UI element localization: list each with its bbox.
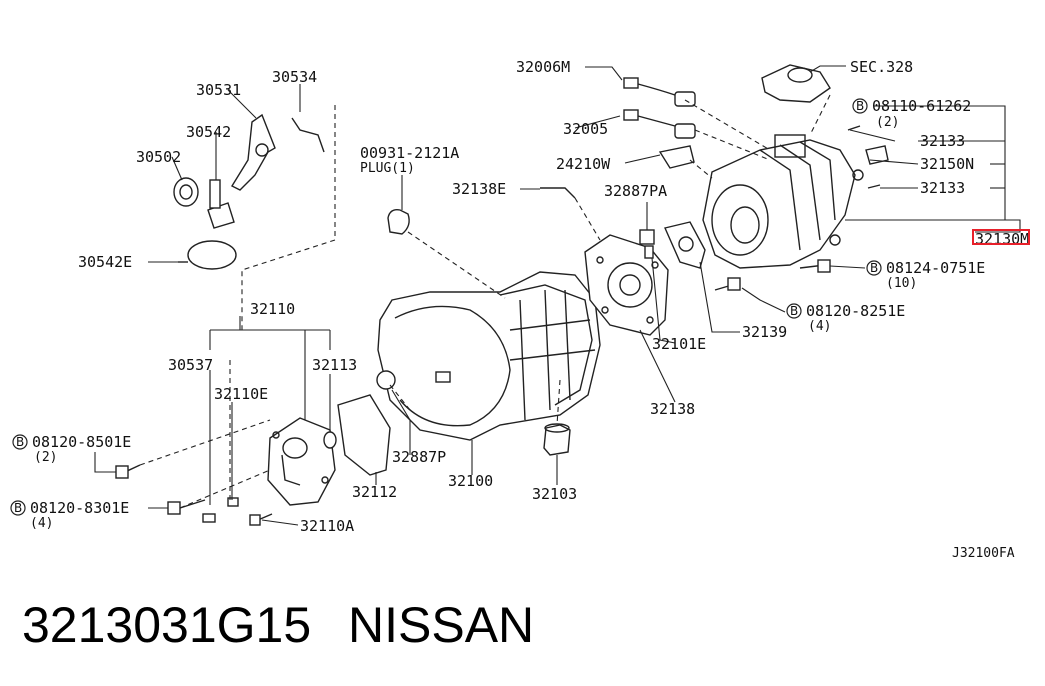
label-32103[interactable]: 32103: [532, 485, 577, 503]
label-08120-8301E[interactable]: 08120-8301E: [30, 499, 129, 517]
circle-b-letter: B: [856, 99, 864, 113]
circle-b-icon: [10, 500, 26, 516]
sensor-32006M: [623, 77, 696, 107]
label-08110-61262[interactable]: 08110-61262: [872, 97, 971, 115]
transmission-case-32100: [377, 271, 601, 441]
circle-b-icon: [852, 98, 868, 114]
circle-b-letter: B: [870, 261, 878, 275]
label-32112[interactable]: 32112: [352, 483, 397, 501]
label-32133-a[interactable]: 32133: [920, 132, 965, 150]
plug-00931: [387, 208, 410, 235]
qty-4b: (4): [30, 516, 53, 531]
label-08124-0751E[interactable]: 08124-0751E: [886, 259, 985, 277]
label-32150N[interactable]: 32150N: [920, 155, 974, 173]
label-32101E[interactable]: 32101E: [652, 335, 706, 353]
extension-housing-32130M: [702, 134, 864, 269]
label-32110[interactable]: 32110: [250, 300, 295, 318]
highlight-box-32130M: [972, 229, 1030, 245]
label-32138E[interactable]: 32138E: [452, 180, 506, 198]
qty-4a: (4): [808, 319, 831, 334]
shift-parts: [173, 113, 325, 270]
label-30502[interactable]: 30502: [136, 148, 181, 166]
label-32005[interactable]: 32005: [563, 120, 608, 138]
label-30534[interactable]: 30534: [272, 68, 317, 86]
qty-2a: (2): [876, 115, 899, 130]
bushing-32887P: [376, 370, 396, 390]
plug-32103: [543, 423, 571, 456]
label-32110A[interactable]: 32110A: [300, 517, 354, 535]
label-08120-8501E[interactable]: 08120-8501E: [32, 433, 131, 451]
leader-lines: [94, 65, 1021, 526]
label-30542E[interactable]: 30542E: [78, 253, 132, 271]
label-08120-8251E[interactable]: 08120-8251E: [806, 302, 905, 320]
assembly-dash-lines: [139, 94, 831, 509]
label-sec328[interactable]: SEC.328: [850, 58, 913, 76]
gasket-32139: [664, 221, 706, 269]
label-32006M[interactable]: 32006M: [516, 58, 570, 76]
circle-b-icon: [866, 260, 882, 276]
label-32887PA[interactable]: 32887PA: [604, 182, 667, 200]
circle-b-icon: [12, 434, 28, 450]
diagram-reference-code: J32100FA: [952, 546, 1015, 561]
bushing-32887PA: [639, 229, 655, 245]
label-32113[interactable]: 32113: [312, 356, 357, 374]
cover-sec328: [761, 64, 831, 103]
circle-b-icon: [786, 303, 802, 319]
qty-10: (10): [886, 276, 917, 291]
label-32133-b[interactable]: 32133: [920, 179, 965, 197]
sensor-32005: [623, 109, 696, 139]
circle-b-letter: B: [14, 501, 22, 515]
breather-32138E: [540, 187, 576, 199]
adapter-plate-32101E: [584, 234, 669, 336]
label-32100[interactable]: 32100: [448, 472, 493, 490]
label-32138-a[interactable]: 32138: [650, 400, 695, 418]
qty-2b: (2): [34, 450, 57, 465]
label-32139[interactable]: 32139: [742, 323, 787, 341]
bracket-24210W: [658, 145, 695, 169]
label-24210W[interactable]: 24210W: [556, 155, 611, 173]
bolts-left: [115, 464, 273, 526]
label-plug: PLUG(1): [360, 161, 415, 176]
front-cover-32110: [267, 417, 337, 506]
label-32130M[interactable]: 32130M: [975, 230, 1029, 248]
label-32887P[interactable]: 32887P: [392, 448, 446, 466]
label-30542[interactable]: 30542: [186, 123, 231, 141]
footer-brand: NISSAN: [348, 597, 535, 653]
label-30531[interactable]: 30531: [196, 81, 241, 99]
circle-b-letter: B: [16, 435, 24, 449]
label-00931-2121A[interactable]: 00931-2121A: [360, 144, 459, 162]
bolts-right: [714, 125, 889, 291]
footer-part-number: 3213031G15: [22, 597, 312, 653]
label-30537[interactable]: 30537: [168, 356, 213, 374]
circle-b-letter: B: [790, 304, 798, 318]
gasket-32112: [337, 394, 391, 476]
label-32110E[interactable]: 32110E: [214, 385, 268, 403]
